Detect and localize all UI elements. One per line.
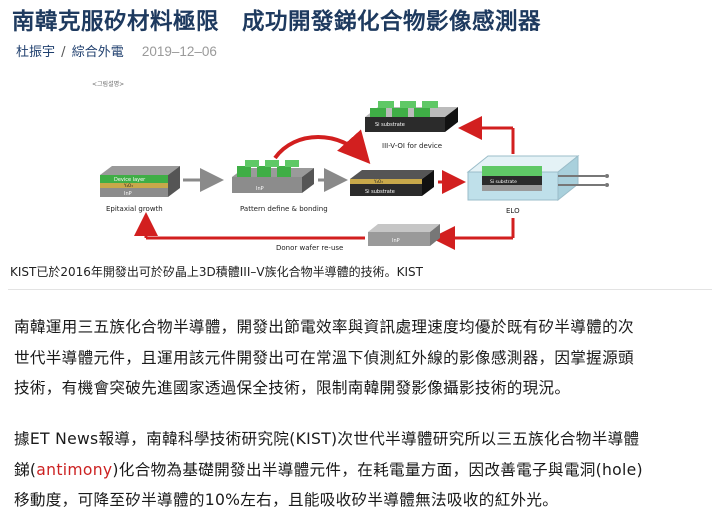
iii-v-oi-wafer: Si substrate <box>365 101 458 132</box>
process-diagram-svg: <그림설명> Si substrate III-V-OI for device … <box>92 80 609 252</box>
svg-text:Si substrate: Si substrate <box>365 189 395 195</box>
svg-text:Y₂O₃: Y₂O₃ <box>373 179 383 184</box>
elo-tank: Si substrate <box>466 154 609 202</box>
article-meta: 杜振宇 / 綜合外電 2019–12–06 <box>16 41 217 60</box>
svg-text:InP: InP <box>124 191 132 197</box>
process-diagram: <그림설명> Si substrate III-V-OI for device … <box>80 72 640 255</box>
paragraph-1: 南韓運用三五族化合物半導體，開發出節電效率與資訊處理速度均優於既有矽半導體的次 … <box>14 312 714 404</box>
paragraph-2-line-2-post: )化合物為基礎開發出半導體元件，在耗電量方面，因改善電子與電洞(hole) <box>112 460 643 479</box>
si-substrate-wafer: Y₂O₃ Si substrate <box>350 170 434 196</box>
paragraph-2-line-2-pre: 銻( <box>14 460 37 479</box>
article-title: 南韓克服矽材料極限 成功開發銻化合物影像感測器 <box>12 9 542 35</box>
label-elo: ELO <box>506 207 520 215</box>
svg-text:Y₂O₃: Y₂O₃ <box>123 183 133 188</box>
meta-separator: / <box>61 45 66 60</box>
pattern-wafer: InP <box>232 160 314 193</box>
figure-caption: KIST已於2016年開發出可於矽晶上3D積體III–V族化合物半導體的技術。K… <box>10 265 423 279</box>
reuse-arrow <box>134 212 515 250</box>
publish-date: 2019–12–06 <box>141 44 217 59</box>
figure-tag: <그림설명> <box>92 80 124 88</box>
donor-wafer: InP <box>368 224 440 246</box>
svg-text:Si substrate: Si substrate <box>375 122 405 128</box>
flip-bond-arrow <box>273 129 371 164</box>
svg-text:InP: InP <box>392 238 400 244</box>
antimony-link[interactable]: antimony <box>36 460 113 479</box>
paragraph-2-line-3: 移動度，可降至矽半導體的10%左右，且能吸收矽半導體無法吸收的紅外光。 <box>14 491 559 509</box>
caption-divider <box>8 289 712 290</box>
paragraph-2: 據ET News報導，南韓科學技術研究院(KIST)次世代半導體研究所以三五族化… <box>14 424 714 516</box>
paragraph-2-line-2: 銻(antimony)化合物為基礎開發出半導體元件，在耗電量方面，因改善電子與電… <box>14 455 714 486</box>
label-pattern: Pattern define & bonding <box>240 205 328 213</box>
paragraph-1-line-3: 技術，有機會突破先進國家透過保全技術，限制南韓開發影像攝影技術的現況。 <box>14 379 571 397</box>
svg-text:InP: InP <box>256 186 264 192</box>
epitaxial-wafer: Device layer Y₂O₃ InP <box>100 166 180 197</box>
svg-text:Si substrate: Si substrate <box>490 179 517 185</box>
label-iii-v-oi: III-V-OI for device <box>382 142 442 150</box>
author-link[interactable]: 杜振宇 <box>16 45 56 60</box>
paragraph-2-line-1: 據ET News報導，南韓科學技術研究院(KIST)次世代半導體研究所以三五族化… <box>14 430 640 448</box>
svg-text:Device layer: Device layer <box>114 177 146 183</box>
label-epitaxial: Epitaxial growth <box>106 205 163 213</box>
category-link[interactable]: 綜合外電 <box>71 45 124 60</box>
paragraph-1-line-1: 南韓運用三五族化合物半導體，開發出節電效率與資訊處理速度均優於既有矽半導體的次 <box>14 318 634 336</box>
paragraph-1-line-2: 世代半導體元件，且運用該元件開發出可在常溫下偵測紅外線的影像感測器，因掌握源頭 <box>14 348 634 367</box>
label-reuse: Donor wafer re-use <box>276 244 343 252</box>
